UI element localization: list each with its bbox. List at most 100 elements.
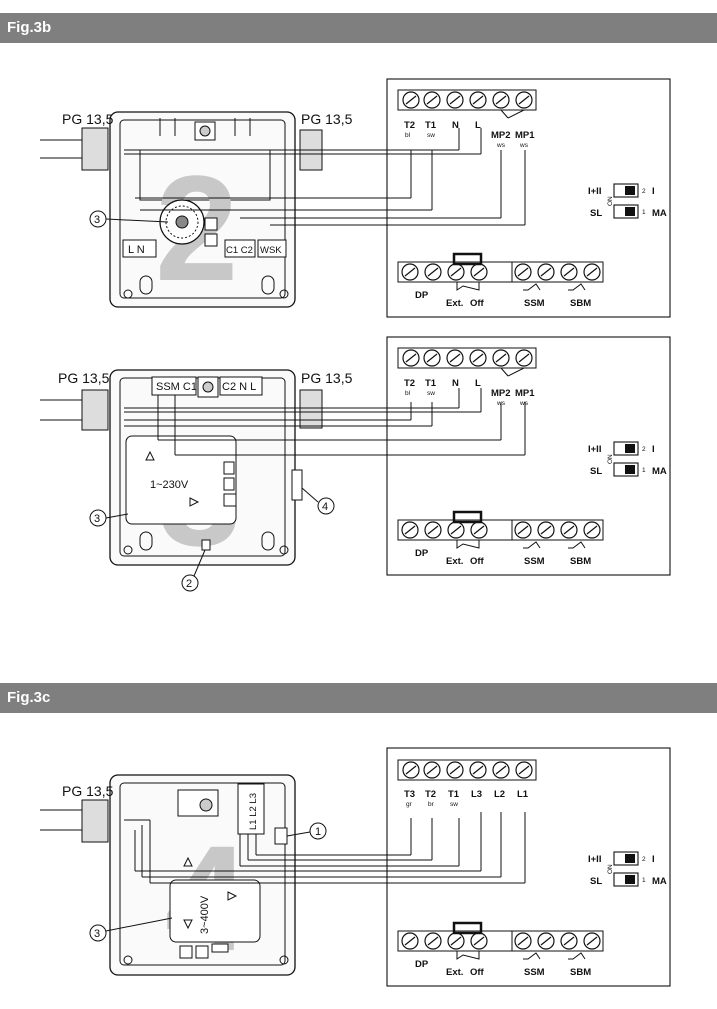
dip-sl: SL [590,208,602,219]
cable-gland-left [81,127,109,171]
bot3-sbm: SBM [570,967,591,978]
dip2-n2: 2 [642,446,646,453]
fig3b-header-bar: Fig.3b [0,13,717,43]
term-t2: T2 [404,120,415,131]
dip3-sl: SL [590,876,602,887]
bot2-sbm: SBM [570,556,591,567]
term2-l: L [475,378,481,389]
bot2-ext: Ext. [446,556,463,567]
term-n: N [452,120,459,131]
callout-3-b: 3 [94,513,100,525]
bot-ssm: SSM [524,298,545,309]
device-panel-c: 4 L1 L2 L3 3~400V PG 13 [40,774,526,982]
dip-switch-1: I+II I SL MA ON 2 1 [588,183,667,219]
dip2-sl: SL [590,466,602,477]
callout-3-a: 3 [94,214,100,226]
term-mp1: MP1 [515,130,535,141]
term2-mp2: MP2 [491,388,511,399]
bot-ext: Ext. [446,298,463,309]
dip3-ma: MA [652,876,667,887]
term2-t1-sub: sw [427,390,435,397]
dip2-i: I [652,444,655,455]
callout-2-b: 2 [186,578,192,590]
dip-ii: I+II [588,186,601,197]
pg-label-right-b: PG 13,5 [301,370,353,386]
bot-dp: DP [415,290,429,301]
term2-mp1: MP1 [515,388,535,399]
term3-t3: T3 [404,789,415,800]
dip-n2: 2 [642,188,646,195]
terminal-box-2: T2 bl T1 sw N L MP2 ws MP1 ws I+II I SL … [386,336,671,576]
term-l: L [475,120,481,131]
term2-n: N [452,378,459,389]
term3-l2: L2 [494,789,505,800]
term3-t2-sub: br [428,801,435,808]
cable-gland-left-b [81,389,109,431]
fig3c-title: Fig.3c [7,689,51,706]
dip-n1: 1 [642,209,646,216]
term3-t1: T1 [448,789,460,800]
voltage-label-400: 3~400V [199,895,211,934]
dip3-i: I [652,854,655,865]
fig3c-header-bar: Fig.3c [0,683,717,713]
dip2-on: ON [607,454,614,464]
cable-gland-right-b [299,389,323,429]
bot3-ssm: SSM [524,967,545,978]
term3-t3-sub: gr [406,801,413,808]
terminal-block-c2nl: C2 N L [222,381,256,393]
pg-label-left-a: PG 13,5 [62,111,114,127]
dip-i: I [652,186,655,197]
callout-1-c: 1 [315,826,321,838]
bot2-ssm: SSM [524,556,545,567]
terminal-block-ln: L N [128,244,145,256]
term-t1-sub: sw [427,132,435,139]
term2-t1: T1 [425,378,437,389]
term-mp2: MP2 [491,130,511,141]
pg-label-right-a: PG 13,5 [301,111,353,127]
bot3-off: Off [470,967,485,978]
bot-sbm: SBM [570,298,591,309]
fig3b-title: Fig.3b [7,19,52,36]
term3-t1-sub: sw [450,801,458,808]
dip3-ii: I+II [588,854,601,865]
voltage-label-230: 1~230V [150,479,189,491]
term3-l3: L3 [471,789,482,800]
term2-t2-sub: bl [405,390,411,397]
dip2-ii: I+II [588,444,601,455]
bot-off: Off [470,298,485,309]
cable-gland-left-c [81,799,109,843]
term2-mp2-sub: ws [496,400,506,407]
dip3-n1: 1 [642,877,646,884]
bot2-off: Off [470,556,485,567]
bot3-dp: DP [415,959,429,970]
dip-on: ON [607,196,614,206]
term-t1: T1 [425,120,437,131]
bot3-ext: Ext. [446,967,463,978]
term-t2-sub: bl [405,132,411,139]
terminal-block-c1c2: C1 C2 [226,245,253,256]
term-mp2-sub: ws [496,142,506,149]
pg-label-left-c: PG 13,5 [62,783,114,799]
terminal-box-1: T2 bl T1 sw N L MP2 ws MP1 ws I+II I SL … [386,78,671,318]
term2-mp1-sub: ws [519,400,529,407]
terminal-block-l1l2l3: L1 L2 L3 [248,793,259,830]
callout-4-b: 4 [322,501,328,513]
terminal-block-wsk: WSK [260,245,282,256]
term3-t2: T2 [425,789,436,800]
dip-ma: MA [652,208,667,219]
terminal-block-ssm-c1: SSM C1 [156,381,197,393]
dip2-ma: MA [652,466,667,477]
device-panel-a: 2 L N C1 C2 WSK [40,111,526,312]
terminal-box-3: T3 gr T2 br T1 sw L3 L2 L1 I+II I SL MA … [386,747,671,987]
device-panel-b: 3 SSM C1 C2 N L 1~230V [40,369,526,592]
dip2-n1: 1 [642,467,646,474]
term3-l1: L1 [517,789,529,800]
term-mp1-sub: ws [519,142,529,149]
dip-switch-2: I+II I SL MA ON 2 1 [588,441,667,477]
term2-t2: T2 [404,378,415,389]
bot2-dp: DP [415,548,429,559]
callout-3-c: 3 [94,928,100,940]
dip-switch-3: I+II I SL MA ON 2 1 [588,851,667,887]
dip3-on: ON [607,864,614,874]
